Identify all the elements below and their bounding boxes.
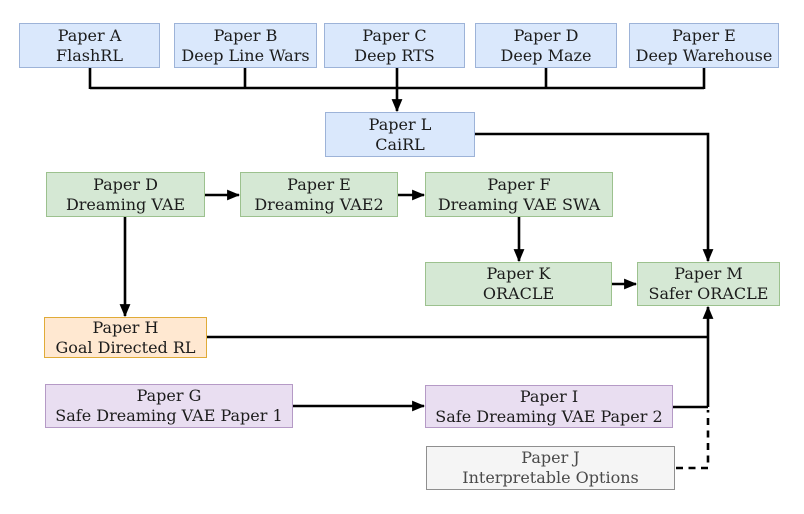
node-subtitle: Dreaming VAE2 [254,194,384,214]
node-title: Paper K [486,264,551,283]
node-title: Paper F [487,174,551,194]
node-title: Paper A [57,25,122,45]
node-subtitle: ORACLE [482,284,555,303]
node-subtitle: CaiRL [375,134,425,154]
node-title: Paper J [521,448,580,467]
node-subtitle: Deep Line Wars [181,45,310,65]
node-subtitle: Safe Dreaming VAE Paper 1 [55,406,283,425]
node-title: Paper L [368,114,432,134]
node-title: Paper D [513,25,579,45]
node-title: Paper D [93,174,158,194]
node-title: Paper H [92,317,159,337]
node-subtitle: Interpretable Options [462,468,639,487]
node-subtitle: Goal Directed RL [55,337,196,357]
node-subtitle: Dreaming VAE [65,194,186,214]
node-title: Paper I [519,386,579,406]
node-title: Paper E [287,174,351,194]
node-subtitle: Deep Maze [500,45,592,65]
node-subtitle: Dreaming VAE SWA [437,194,601,214]
node-subtitle: Deep RTS [354,45,435,65]
node-title: Paper C [362,25,427,45]
node-subtitle: Safe Dreaming VAE Paper 2 [435,406,663,426]
node-subtitle: Deep Warehouse [635,45,773,65]
node-title: Paper E [672,25,736,45]
node-title: Paper B [213,25,278,45]
node-title: Paper G [136,386,202,405]
node-subtitle: FlashRL [56,45,123,65]
node-title: Paper M [674,264,743,283]
edge-paper-j-dashed [676,410,710,470]
node-subtitle: Safer ORACLE [648,284,769,303]
